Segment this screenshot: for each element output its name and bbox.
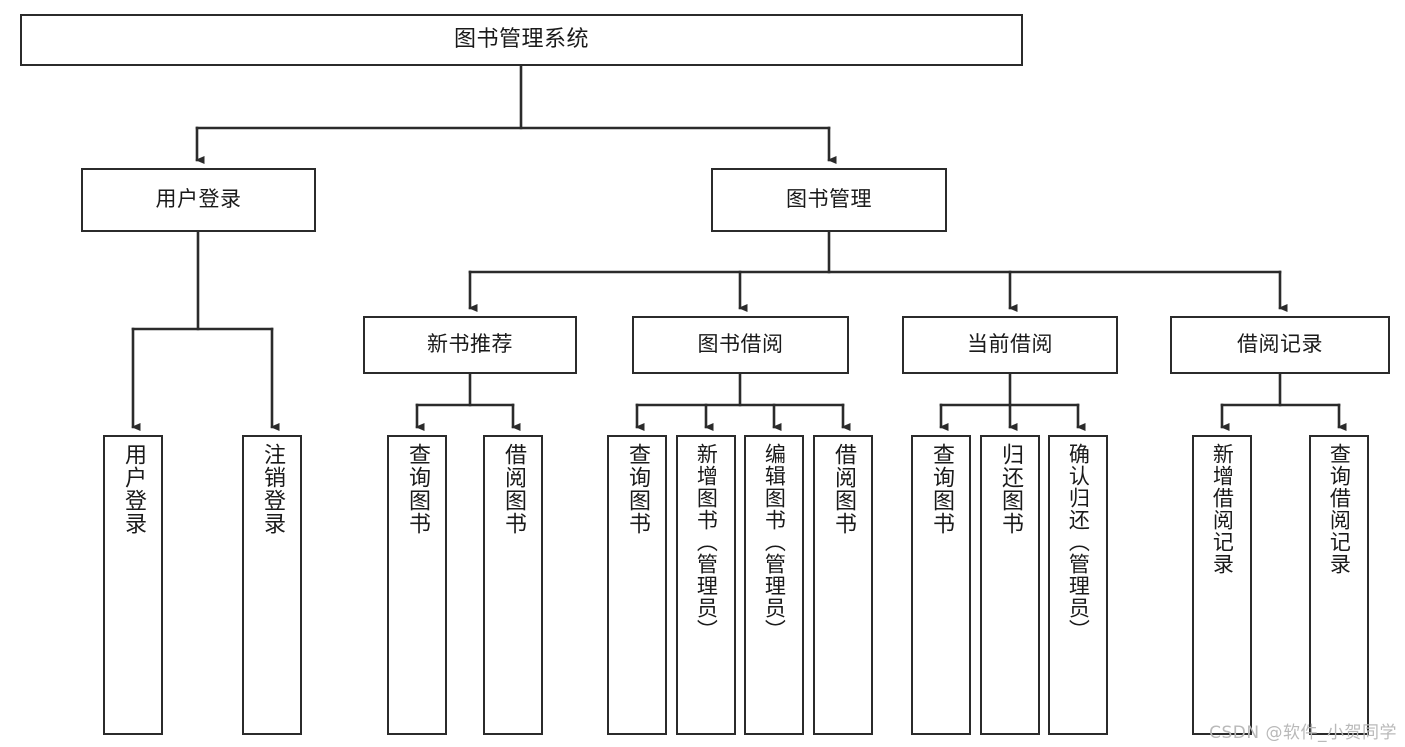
leaf-new-book-borrow-book[interactable]: 借阅图书 bbox=[483, 435, 543, 735]
leaf-borrow-record-add-record[interactable]: 新增借阅记录 bbox=[1192, 435, 1252, 735]
node-label: 当前借阅 bbox=[967, 332, 1053, 357]
node-new-book-recommend[interactable]: 新书推荐 bbox=[363, 316, 577, 374]
node-label: 查询借阅记录 bbox=[1327, 443, 1352, 575]
leaf-user-login-login[interactable]: 用户登录 bbox=[103, 435, 163, 735]
node-label: 用户登录 bbox=[120, 443, 146, 535]
node-label: 新增借阅记录 bbox=[1210, 443, 1235, 575]
leaf-new-book-query-book[interactable]: 查询图书 bbox=[387, 435, 447, 735]
node-label: 归还图书 bbox=[997, 443, 1023, 535]
node-label: 确认归还（管理员） bbox=[1066, 443, 1091, 641]
node-label: 新书推荐 bbox=[427, 332, 513, 357]
node-label: 借阅记录 bbox=[1237, 332, 1323, 357]
node-label: 图书管理 bbox=[786, 187, 872, 212]
node-label: 借阅图书 bbox=[830, 443, 856, 535]
watermark: CSDN @软件_小贺同学 bbox=[1209, 723, 1397, 743]
node-label: 借阅图书 bbox=[500, 443, 526, 535]
node-book-management[interactable]: 图书管理 bbox=[711, 168, 947, 232]
leaf-current-borrow-confirm-return-admin[interactable]: 确认归还（管理员） bbox=[1048, 435, 1108, 735]
node-label: 查询图书 bbox=[928, 443, 954, 535]
node-label: 图书借阅 bbox=[697, 332, 784, 357]
leaf-current-borrow-return-book[interactable]: 归还图书 bbox=[980, 435, 1040, 735]
leaf-current-borrow-query-book[interactable]: 查询图书 bbox=[911, 435, 971, 735]
node-label: 用户登录 bbox=[155, 187, 242, 212]
leaf-book-borrow-borrow-book[interactable]: 借阅图书 bbox=[813, 435, 873, 735]
leaf-user-login-logout[interactable]: 注销登录 bbox=[242, 435, 302, 735]
leaf-book-borrow-add-book-admin[interactable]: 新增图书（管理员） bbox=[676, 435, 736, 735]
leaf-borrow-record-query-record[interactable]: 查询借阅记录 bbox=[1309, 435, 1369, 735]
leaf-book-borrow-edit-book-admin[interactable]: 编辑图书（管理员） bbox=[744, 435, 804, 735]
node-root-book-management-system[interactable]: 图书管理系统 bbox=[20, 14, 1023, 66]
node-label: 新增图书（管理员） bbox=[694, 443, 719, 641]
node-label: 查询图书 bbox=[404, 443, 430, 535]
node-label: 编辑图书（管理员） bbox=[762, 443, 787, 641]
node-label: 图书管理系统 bbox=[453, 26, 589, 52]
node-user-login[interactable]: 用户登录 bbox=[81, 168, 316, 232]
node-label: 注销登录 bbox=[259, 443, 285, 535]
node-borrow-record[interactable]: 借阅记录 bbox=[1170, 316, 1390, 374]
node-book-borrow[interactable]: 图书借阅 bbox=[632, 316, 849, 374]
node-label: 查询图书 bbox=[624, 443, 650, 535]
node-current-borrow[interactable]: 当前借阅 bbox=[902, 316, 1118, 374]
leaf-book-borrow-query-book[interactable]: 查询图书 bbox=[607, 435, 667, 735]
